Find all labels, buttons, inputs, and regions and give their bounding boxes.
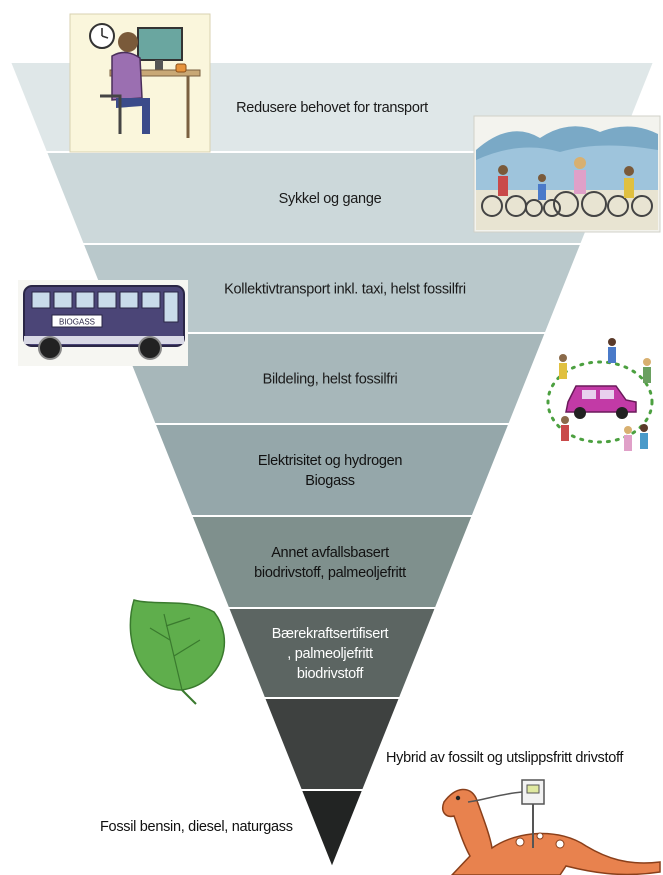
pyramid-band-fossil xyxy=(299,789,365,871)
dinosaur-illustration xyxy=(442,779,661,875)
pyramid-label-certified-biofuel: , palmeoljefritt xyxy=(287,646,373,662)
pyramid-label-waste-biofuel: Annet avfallsbasert xyxy=(271,545,389,561)
monitor-icon xyxy=(137,27,183,70)
home-office-illustration xyxy=(69,13,211,153)
pyramid-band-waste-biofuel xyxy=(189,515,475,609)
pyramid-label-certified-biofuel: biodrivstoff xyxy=(297,666,365,682)
pyramid-label-car-sharing: Bildeling, helst fossilfri xyxy=(263,372,398,388)
hybrid-label: Hybrid av fossilt og utslippsfritt drivs… xyxy=(386,750,624,766)
pyramid-label-certified-biofuel: Bærekraftsertifisert xyxy=(272,626,389,642)
people-icons xyxy=(559,338,651,451)
leaf-illustration xyxy=(129,599,226,705)
clock-icon xyxy=(89,23,115,49)
pyramid-label-electricity-hydrogen: Biogass xyxy=(305,473,355,489)
pyramid-label-reduce-transport: Redusere behovet for transport xyxy=(236,100,428,116)
pyramid-label-public-transport: Kollektivtransport inkl. taxi, helst fos… xyxy=(224,282,466,298)
pyramid-label-waste-biofuel: biodrivstoff, palmeoljefritt xyxy=(254,565,406,581)
pyramid-band-electricity-hydrogen xyxy=(153,423,511,517)
fuel-pump-icon xyxy=(467,779,545,848)
pyramid-label-cycling-walking: Sykkel og gange xyxy=(279,191,382,207)
person-icon xyxy=(111,32,150,134)
pyramid-band-hybrid xyxy=(262,697,402,791)
fossil-label: Fossil bensin, diesel, naturgass xyxy=(100,819,293,835)
pyramid-label-electricity-hydrogen: Elektrisitet og hydrogen xyxy=(258,453,403,469)
bus-illustration: BIOGASS xyxy=(18,280,188,366)
bus-sign-text: BIOGASS xyxy=(59,318,95,327)
mug-icon xyxy=(175,63,187,73)
car-icon xyxy=(565,385,637,419)
cyclists-illustration xyxy=(473,115,661,233)
car-sharing-illustration xyxy=(546,338,654,451)
